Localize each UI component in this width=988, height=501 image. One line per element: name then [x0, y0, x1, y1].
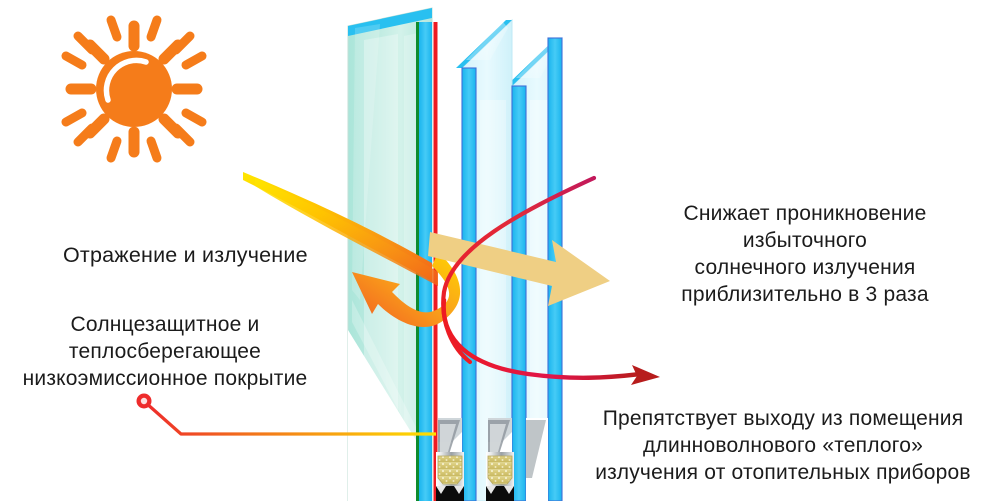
reflected-solar-arrow	[352, 252, 461, 328]
caption-coating: Солнцезащитное и теплосберегающее низкоэ…	[22, 313, 308, 390]
pane-middle-edge-band	[461, 67, 477, 501]
coating-leader-line	[136, 393, 436, 436]
transmitted-solar-arrow	[428, 232, 610, 306]
caption-reduce-solar: Снижает проникновение избыточного солнеч…	[681, 202, 929, 306]
caption-block-heat: Препятствует выходу из помещения длиннов…	[595, 407, 971, 484]
sun-highlight-arc	[103, 57, 149, 103]
heat-arrowhead	[631, 365, 660, 385]
spacer-bar-2	[486, 418, 514, 501]
longwave-heat-reflected-curve	[441, 297, 643, 380]
spacer-bar-1	[436, 418, 464, 501]
caption-reflection: Отражение и излучение	[63, 243, 308, 267]
pane-inner-edge-band	[511, 85, 527, 501]
